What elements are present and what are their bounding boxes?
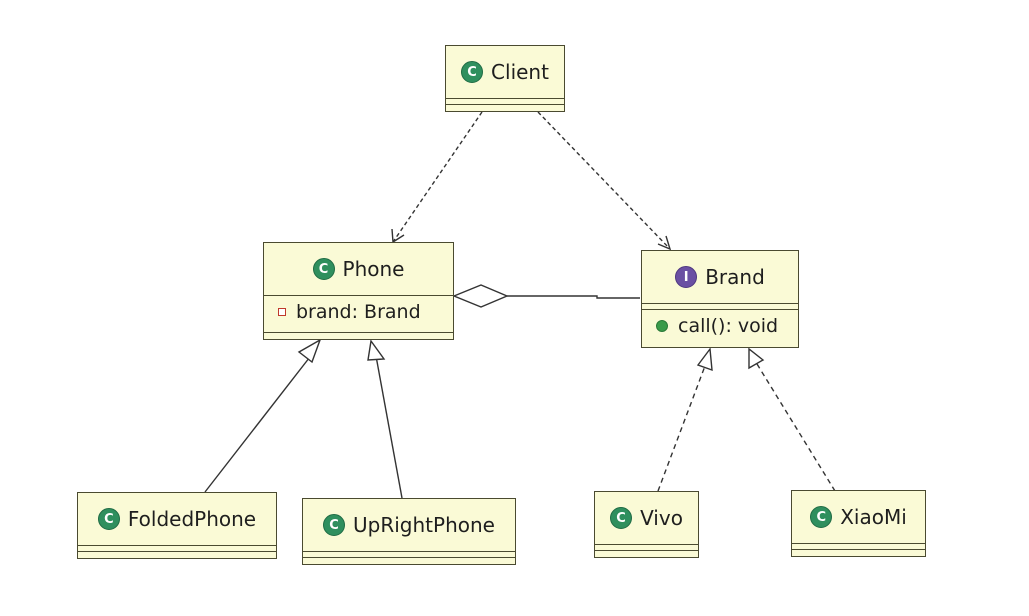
class-name: Client: [491, 60, 549, 84]
class-name: FoldedPhone: [127, 507, 257, 531]
aggregation-line-phone-brand: [507, 295, 640, 299]
class-header: I Brand: [642, 251, 798, 303]
generalization-arrow-foldedphone: [297, 338, 322, 364]
class-icon: C: [323, 514, 346, 536]
class-icon: C: [810, 506, 833, 528]
generalization-arrow-uprightphone: [367, 339, 386, 361]
dependency-client-phone: [392, 111, 483, 243]
class-box-vivo[interactable]: C Vivo: [594, 491, 699, 558]
class-header: C Client: [446, 46, 564, 98]
class-box-uprightphone[interactable]: C UpRightPhone: [302, 498, 516, 565]
operation-separator: [792, 549, 925, 550]
class-box-phone[interactable]: C Phone brand: Brand: [263, 242, 454, 340]
class-name: Vivo: [640, 506, 683, 530]
generalization-foldedphone-phone: [204, 352, 314, 493]
class-icon: C: [461, 61, 484, 83]
class-name: UpRightPhone: [353, 513, 495, 537]
class-header: C FoldedPhone: [78, 493, 276, 545]
class-header: C Phone: [264, 243, 453, 295]
operation-separator: [264, 332, 453, 333]
attribute-separator: [792, 543, 925, 544]
method-text: call(): void: [678, 315, 779, 337]
realization-arrow-vivo: [696, 347, 713, 372]
attribute-separator: [303, 551, 515, 552]
class-box-foldedphone[interactable]: C FoldedPhone: [77, 492, 277, 559]
method-row[interactable]: call(): void: [656, 315, 778, 337]
operation-separator: [595, 550, 698, 551]
interface-icon: I: [675, 266, 698, 288]
class-name: Phone: [342, 257, 405, 281]
attribute-separator: [78, 545, 276, 546]
realization-xiaomi-brand: [756, 363, 836, 492]
dependency-client-brand: [537, 111, 671, 250]
class-header: C UpRightPhone: [303, 499, 515, 551]
class-name: Brand: [705, 265, 765, 289]
interface-box-brand[interactable]: I Brand call(): void: [641, 250, 799, 348]
operation-separator: [642, 309, 798, 310]
operation-separator: [303, 557, 515, 558]
aggregation-diamond: [452, 284, 509, 308]
realization-arrow-xiaomi: [748, 347, 765, 370]
operation-separator: [446, 104, 564, 105]
class-icon: C: [312, 258, 335, 280]
field-text: brand: Brand: [296, 301, 421, 323]
dependency-arrowhead-brand: [657, 235, 672, 251]
attribute-separator: [446, 98, 564, 99]
public-method-icon: [656, 320, 668, 332]
realization-vivo-brand: [657, 365, 706, 492]
class-icon: C: [610, 507, 633, 529]
attribute-separator: [642, 303, 798, 304]
class-box-xiaomi[interactable]: C XiaoMi: [791, 490, 926, 557]
attribute-separator: [264, 295, 453, 296]
class-header: C XiaoMi: [792, 491, 925, 543]
attribute-separator: [595, 544, 698, 545]
class-name: XiaoMi: [840, 505, 907, 529]
field-row[interactable]: brand: Brand: [278, 301, 421, 323]
class-box-client[interactable]: C Client: [445, 45, 565, 112]
generalization-uprightphone-phone: [375, 355, 403, 499]
private-field-icon: [278, 308, 286, 316]
class-icon: C: [97, 508, 120, 530]
operation-separator: [78, 551, 276, 552]
class-header: C Vivo: [595, 492, 698, 544]
